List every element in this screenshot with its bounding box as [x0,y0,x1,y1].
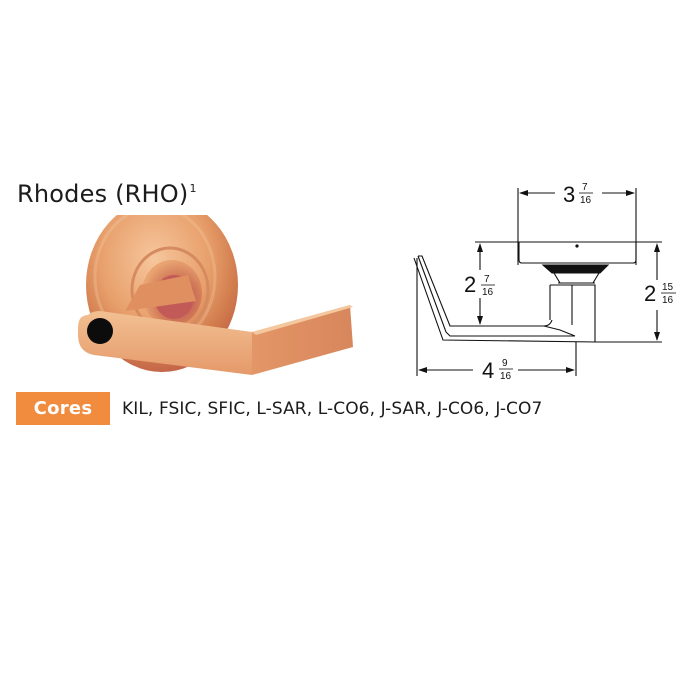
cores-row: Cores KIL, FSIC, SFIC, L-SAR, L-CO6, J-S… [16,392,542,425]
cores-badge: Cores [16,392,110,425]
dim-rose-diameter: 3 7 16 [563,182,593,207]
keyhole-icon [87,318,113,344]
dimension-diagram: 3 7 16 2 7 16 2 15 16 4 9 16 [413,182,676,383]
svg-text:7: 7 [484,274,490,285]
lever-handle-image [78,215,353,375]
product-title: Rhodes (RHO)1 [17,180,197,208]
dim-lever-length: 4 9 16 [482,358,513,383]
svg-text:2: 2 [464,272,476,297]
svg-text:2: 2 [644,281,656,306]
svg-text:9: 9 [502,358,508,369]
svg-text:3: 3 [563,182,575,207]
dim-total-projection: 2 15 16 [644,281,676,306]
product-name: Rhodes (RHO) [17,180,189,208]
svg-text:15: 15 [662,282,674,293]
svg-text:4: 4 [482,358,494,383]
svg-text:16: 16 [482,287,494,298]
svg-text:16: 16 [500,371,512,382]
cores-list: KIL, FSIC, SFIC, L-SAR, L-CO6, J-SAR, J-… [122,398,543,419]
dim-lever-height: 2 7 16 [464,272,495,298]
svg-text:7: 7 [582,182,588,193]
svg-text:16: 16 [580,195,592,206]
footnote-marker: 1 [189,182,197,195]
svg-text:16: 16 [662,295,674,306]
